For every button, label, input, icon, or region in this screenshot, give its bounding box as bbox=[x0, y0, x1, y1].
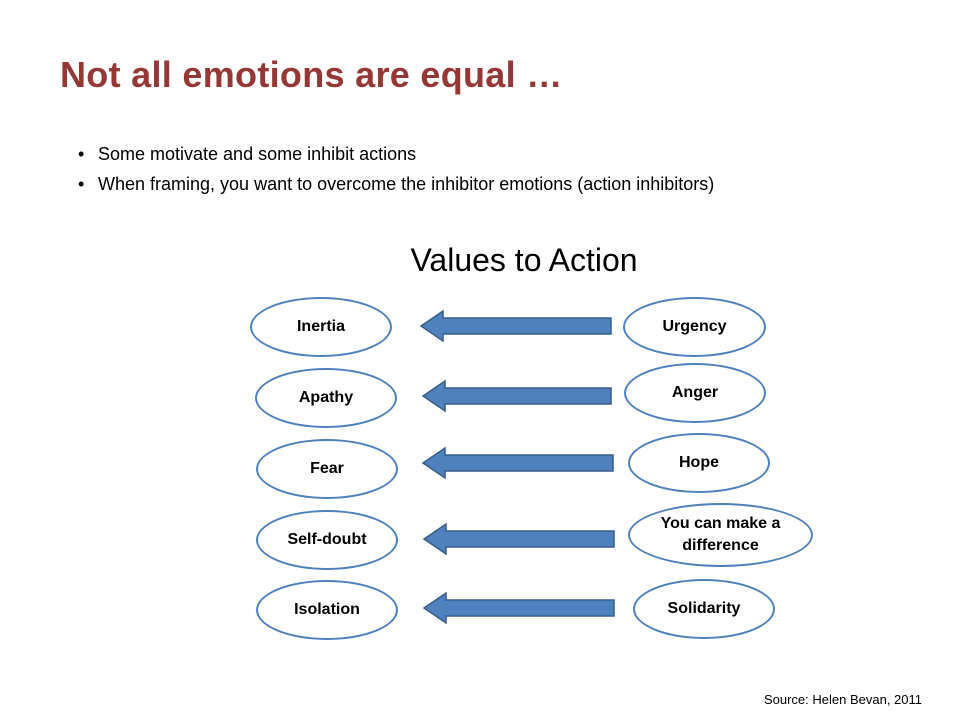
left-arrow bbox=[422, 522, 615, 556]
oval-inertia: Inertia bbox=[250, 297, 392, 357]
oval-solidarity: Solidarity bbox=[633, 579, 775, 639]
bullet-list: Some motivate and some inhibit actions W… bbox=[78, 142, 838, 202]
slide-title: Not all emotions are equal … bbox=[60, 54, 563, 95]
bullet-item: When framing, you want to overcome the i… bbox=[78, 172, 838, 196]
left-arrow bbox=[419, 309, 612, 343]
diagram-title: Values to Action bbox=[410, 242, 638, 278]
oval-urgency: Urgency bbox=[623, 297, 766, 357]
oval-fear: Fear bbox=[256, 439, 398, 499]
oval-anger: Anger bbox=[624, 363, 766, 423]
source-citation: Source: Helen Bevan, 2011 bbox=[763, 692, 922, 707]
left-arrow bbox=[422, 591, 615, 625]
bullet-item: Some motivate and some inhibit actions bbox=[78, 142, 838, 166]
left-arrow bbox=[421, 446, 614, 480]
oval-self-doubt: Self-doubt bbox=[256, 510, 398, 570]
oval-you-can-make-a-difference: You can make a difference bbox=[628, 503, 813, 567]
left-arrow bbox=[421, 379, 612, 413]
oval-isolation: Isolation bbox=[256, 580, 398, 640]
oval-hope: Hope bbox=[628, 433, 770, 493]
oval-apathy: Apathy bbox=[255, 368, 397, 428]
